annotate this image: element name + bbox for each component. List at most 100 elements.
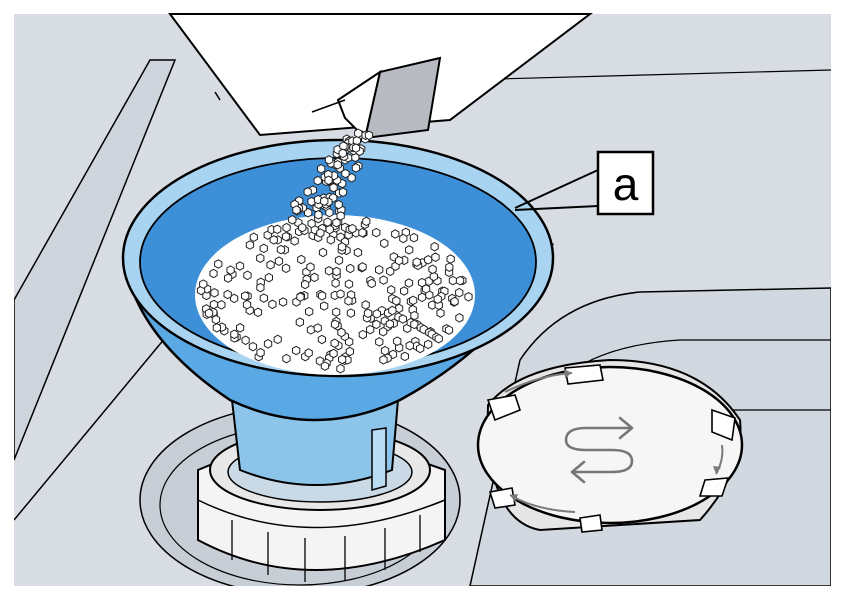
salt-grain: [388, 305, 397, 316]
salt-grain: [317, 334, 326, 345]
salt-grain: [304, 348, 313, 358]
salt-grain: [324, 155, 334, 165]
salt-grain: [296, 292, 305, 302]
salt-grain: [290, 236, 299, 246]
salt-grain: [444, 325, 454, 335]
salt-grain: [332, 217, 341, 228]
salt-grain: [256, 253, 265, 263]
salt-grain: [372, 319, 381, 330]
salt-grain: [315, 356, 325, 366]
salt-grain: [351, 143, 361, 153]
salt-grain: [329, 182, 338, 193]
salt-grain: [320, 361, 330, 371]
salt-grain: [445, 262, 454, 272]
salt-grain: [214, 259, 223, 269]
salt-grain: [393, 336, 402, 346]
salt-grain: [375, 337, 384, 347]
salt-grain: [464, 292, 473, 302]
callout-box: [596, 150, 655, 216]
salt-grain: [320, 196, 329, 206]
salt-grain: [268, 299, 277, 310]
salt-grain: [398, 314, 407, 324]
salt-grain: [404, 278, 414, 288]
salt-grain: [253, 307, 263, 318]
salt-grain: [230, 329, 239, 340]
salt-grain: [256, 347, 265, 358]
salt-grain: [295, 317, 304, 327]
salt-grain: [422, 284, 431, 294]
salt-grain: [367, 278, 376, 289]
salt-grain: [324, 175, 333, 186]
salt-grain: [400, 286, 409, 296]
salt-grain: [313, 194, 323, 205]
salt-grain: [364, 130, 374, 141]
salt-grain: [337, 327, 346, 338]
salt-grain: [313, 323, 322, 333]
salt-grain: [410, 319, 419, 330]
salt-grain: [387, 285, 396, 295]
salt-grain: [210, 288, 219, 298]
salt-grain: [199, 279, 208, 289]
salt-grain: [235, 261, 245, 271]
funnel-spout-rib: [371, 427, 387, 491]
salt-grain: [433, 294, 442, 304]
salt-grain: [323, 217, 332, 227]
salt-grain: [385, 319, 394, 329]
salt-grain: [409, 295, 418, 306]
salt-grain: [264, 272, 273, 283]
salt-grain: [379, 355, 388, 365]
salt-grain: [353, 247, 363, 258]
salt-grain: [241, 291, 250, 301]
salt-grain: [391, 229, 400, 239]
salt-grain: [428, 264, 437, 275]
salt-grain: [269, 235, 278, 245]
salt-grain: [326, 235, 335, 245]
salt-grain: [372, 227, 381, 238]
salt-grain: [306, 262, 315, 272]
salt-grain: [362, 216, 371, 227]
salt-package: [168, 13, 593, 140]
salt-grain: [224, 273, 233, 283]
top-edge-line: [459, 69, 831, 81]
salt-grain: [236, 323, 245, 333]
salt-grain: [336, 211, 345, 221]
salt-grain: [346, 263, 355, 274]
callout-a: a: [514, 150, 655, 216]
salt-grain: [223, 289, 232, 300]
salt-grain: [434, 333, 443, 344]
salt-grain: [324, 266, 334, 276]
salt-grain: [256, 282, 265, 293]
salt-grain: [455, 313, 464, 323]
salt-grain: [259, 293, 268, 303]
salt-stream: [282, 128, 374, 238]
salt-grain: [409, 232, 419, 243]
rotate-arrows-icon: [564, 416, 634, 484]
salt-grains: [196, 216, 473, 374]
salt-grain: [392, 296, 401, 306]
salt-grain: [318, 247, 328, 258]
salt-grain: [448, 275, 457, 286]
salt-grain: [281, 263, 291, 274]
salt-grain: [282, 353, 291, 364]
salt-grain: [334, 255, 344, 266]
salt-grain: [363, 308, 373, 319]
salt-grain: [281, 231, 291, 242]
salt-grain: [301, 279, 310, 290]
salt-grain: [305, 306, 314, 317]
cap-top: [476, 365, 744, 525]
salt-grain: [259, 243, 268, 254]
salt-grain: [226, 265, 235, 275]
salt-grain: [424, 339, 433, 350]
salt-grain: [276, 244, 286, 255]
salt-grain: [395, 255, 404, 266]
salt-grain: [429, 271, 438, 282]
left-wall: [14, 59, 177, 461]
salt-reservoir-cap-icon: [476, 358, 744, 533]
salt-grain: [307, 218, 316, 229]
salt-grain: [263, 339, 273, 349]
salt-grain: [320, 301, 329, 311]
salt-grain: [358, 227, 367, 238]
salt-grain: [338, 354, 347, 365]
salt-grain: [273, 224, 282, 235]
